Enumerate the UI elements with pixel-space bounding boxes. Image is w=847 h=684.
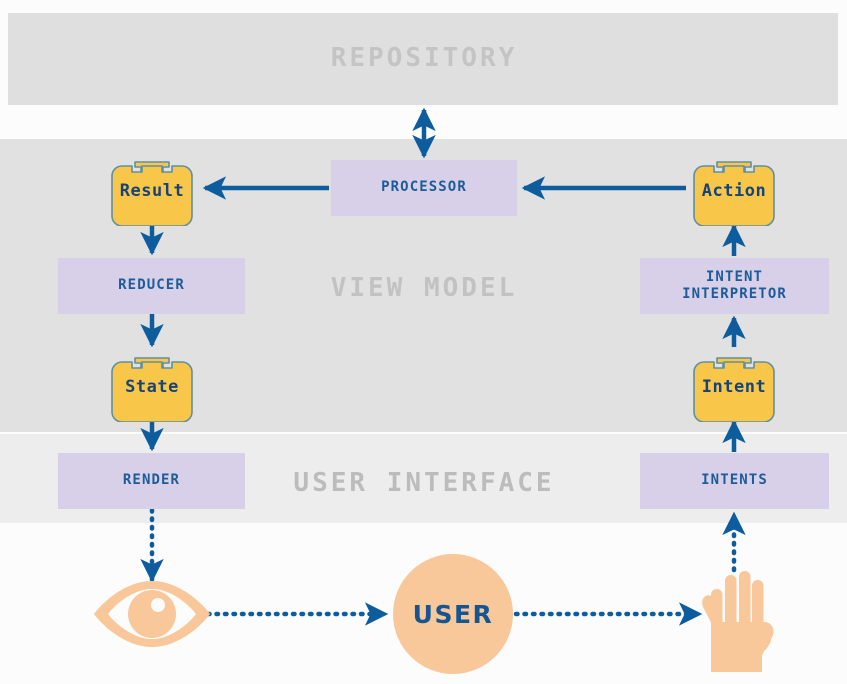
hand-icon [702,571,774,672]
eye-icon [94,581,210,647]
band-user-interface-label: USER INTERFACE [293,468,555,498]
band-repository [8,13,838,105]
briefcase-icon [111,357,193,423]
node-intent-interpretor-label-line2: INTERPRETOR [682,286,787,302]
node-action[interactable]: Action [688,150,780,227]
node-intent-interpretor[interactable]: INTENT INTERPRETOR [640,258,829,314]
actor-eye[interactable] [92,578,212,650]
node-intent-interpretor-label-line1: INTENT [705,268,764,285]
node-processor-label: PROCESSOR [381,179,467,196]
node-intent[interactable]: Intent [688,346,780,423]
actor-hand[interactable] [694,562,774,680]
band-repository-label: REPOSITORY [330,43,518,73]
node-render-label: RENDER [122,472,181,489]
node-result[interactable]: Result [106,150,198,227]
node-render[interactable]: RENDER [58,453,245,509]
briefcase-icon [111,161,193,227]
briefcase-icon [693,161,775,227]
node-reducer[interactable]: REDUCER [58,258,245,314]
node-processor[interactable]: PROCESSOR [331,160,517,216]
band-view-model-label: VIEW MODEL [330,273,518,303]
node-intents-label: INTENTS [701,472,768,489]
user-circle-icon [393,554,513,674]
node-reducer-label: REDUCER [118,277,185,294]
briefcase-icon [693,357,775,423]
node-intents[interactable]: INTENTS [640,453,829,509]
actor-user[interactable]: USER [393,554,513,674]
node-state[interactable]: State [106,346,198,423]
